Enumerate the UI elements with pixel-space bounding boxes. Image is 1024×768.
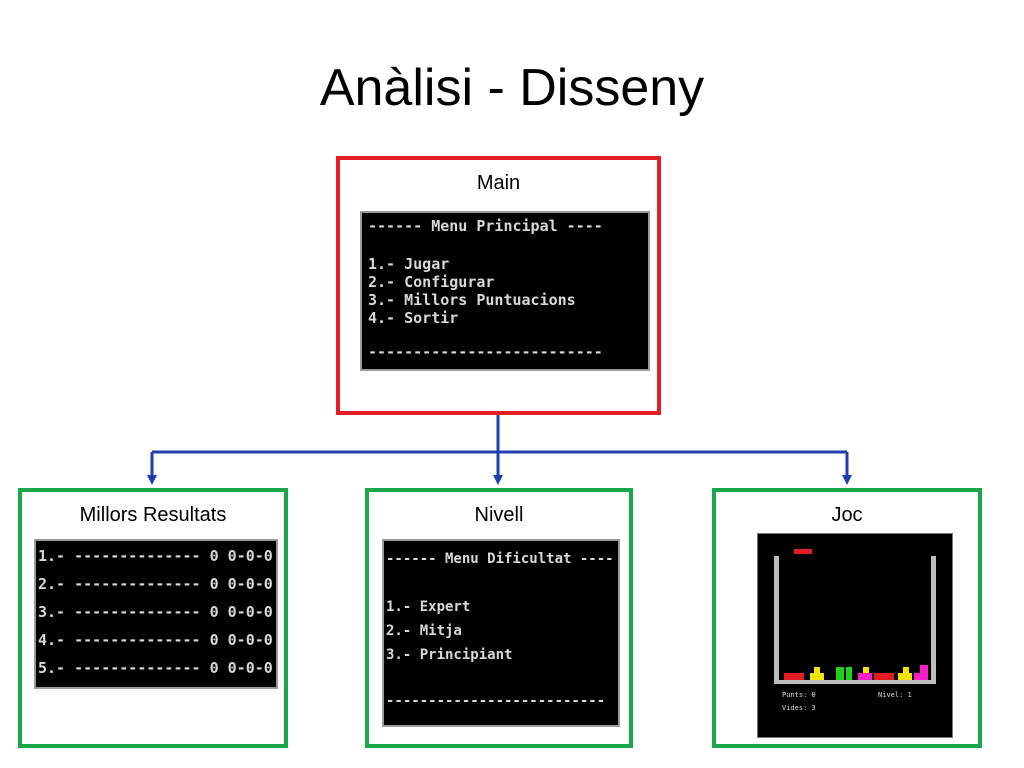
node-results: Millors Resultats 1.- -------------- 0 0… — [18, 488, 288, 748]
result-row-3: 3.- -------------- 0 0-0-0 — [38, 603, 273, 621]
node-main: Main ------ Menu Principal ---- 1.- Juga… — [336, 156, 661, 415]
main-menu-item-1: 1.- Jugar — [368, 255, 450, 273]
node-level: Nivell ------ Menu Dificultat ---- 1.- E… — [365, 488, 633, 748]
stack-block — [920, 665, 928, 673]
results-screenshot: 1.- -------------- 0 0-0-0 2.- ---------… — [34, 539, 278, 689]
main-menu-item-4: 4.- Sortir — [368, 309, 459, 327]
result-row-5: 5.- -------------- 0 0-0-0 — [38, 659, 273, 677]
stack-block — [810, 673, 824, 680]
level-readout: Nivel: 1 — [878, 691, 912, 699]
lives-readout: Vides: 3 — [782, 704, 816, 712]
node-main-label: Main — [476, 172, 521, 194]
well-right-wall — [931, 556, 936, 684]
level-menu-screenshot: ------ Menu Dificultat ---- 1.- Expert 2… — [382, 539, 620, 727]
stack-block — [874, 673, 894, 680]
main-menu-footer: -------------------------- — [368, 343, 603, 361]
result-row-1: 1.- -------------- 0 0-0-0 — [38, 547, 273, 565]
well-floor — [774, 680, 936, 684]
slide-title: Anàlisi - Disseny — [319, 59, 705, 117]
result-row-4: 4.- -------------- 0 0-0-0 — [38, 631, 273, 649]
score-readout: Punts: 0 — [782, 691, 816, 699]
stack-block — [863, 667, 869, 673]
stack-block — [784, 673, 804, 680]
stack-block — [858, 673, 872, 680]
falling-piece — [794, 549, 812, 554]
node-game-label: Joc — [831, 504, 863, 526]
stack-block — [898, 673, 912, 680]
node-results-label: Millors Resultats — [79, 504, 227, 526]
main-menu-screenshot: ------ Menu Principal ---- 1.- Jugar 2.-… — [360, 211, 650, 371]
node-game: Joc Punts: 0 Nivel: 1 Vides: 3 — [712, 488, 982, 748]
main-menu-item-3: 3.- Millors Puntuacions — [368, 291, 576, 309]
level-menu-footer: -------------------------- — [386, 693, 606, 709]
node-level-label: Nivell — [474, 504, 524, 526]
tetris-screenshot: Punts: 0 Nivel: 1 Vides: 3 — [757, 533, 953, 738]
stack-block — [836, 667, 844, 680]
level-menu-header: ------ Menu Dificultat ---- — [386, 551, 614, 567]
main-menu-header: ------ Menu Principal ---- — [368, 217, 603, 235]
level-menu-item-2: 2.- Mitja — [386, 623, 462, 639]
level-menu-item-1: 1.- Expert — [386, 599, 471, 615]
well-left-wall — [774, 556, 779, 684]
level-menu-item-3: 3.- Principiant — [386, 647, 513, 663]
stack-block — [814, 667, 820, 673]
result-row-2: 2.- -------------- 0 0-0-0 — [38, 575, 273, 593]
stack-block — [914, 673, 928, 680]
stack-block — [903, 667, 909, 673]
stack-block — [846, 667, 852, 680]
main-menu-item-2: 2.- Configurar — [368, 273, 495, 291]
